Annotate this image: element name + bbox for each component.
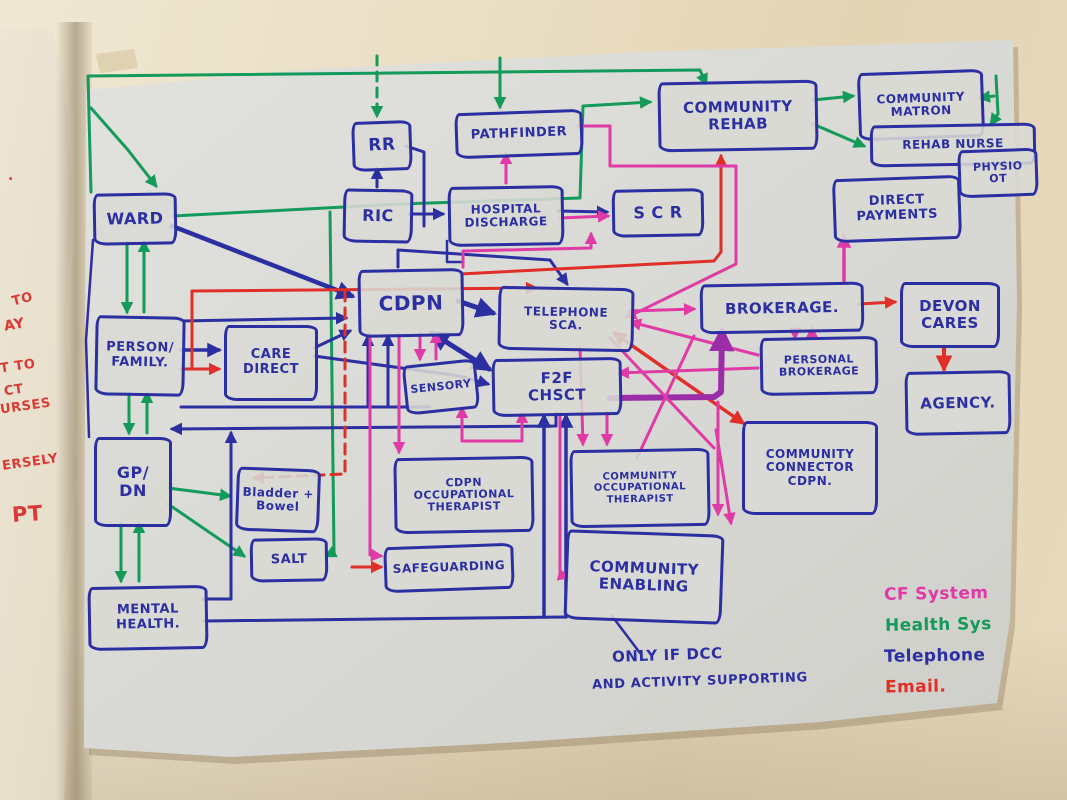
edge-ward-to-rehab — [171, 96, 653, 218]
edge-telephone-to-brokerage — [627, 303, 697, 316]
edge-loop-to-salt — [323, 210, 338, 558]
edge-hospital-corner — [445, 239, 465, 264]
edge-pink-diag-b — [635, 334, 696, 460]
edge-matron-nurse-link — [989, 74, 1002, 127]
edge-mental-up-loop — [201, 430, 238, 601]
edge-bottom-long — [202, 615, 568, 623]
edge-caredirect-cdpn-a — [179, 311, 349, 325]
edge-layer — [84, 54, 1002, 655]
tape-strip — [96, 49, 138, 73]
edge-cdpn-telephone-top — [396, 248, 569, 287]
edge-gp-to-bladder — [166, 486, 233, 501]
left-paper-sheet — [0, 28, 76, 800]
edge-nurse-matron-link — [977, 90, 996, 103]
edge-pink-to-safeguarding — [368, 332, 384, 562]
edge-pink-scr-left — [558, 210, 611, 223]
edge-red-diagonal-link — [611, 331, 746, 425]
edge-pink-diag-a — [608, 336, 716, 450]
edge-f2f-to-gp — [169, 411, 558, 436]
flipchart-paper — [84, 40, 1017, 757]
edge-left-edge-line — [84, 238, 95, 439]
edge-ward-to-cdpn — [169, 223, 356, 300]
edge-rehab-to-nurse — [811, 122, 867, 148]
edge-red-up-to-rehab — [458, 153, 728, 276]
edge-brokerage-to-devon — [857, 296, 898, 309]
edge-rehab-to-matron — [811, 90, 856, 104]
edge-pink-scr-bottom — [461, 231, 598, 269]
edge-diag-to-enabling — [714, 428, 736, 526]
edge-pb-to-telephone — [628, 318, 760, 357]
edge-thick-into-brokerage — [607, 325, 735, 401]
edge-top-into-ward — [89, 106, 158, 188]
edge-wall-top-loop — [86, 68, 708, 194]
edge-sensory-f2f-loop — [455, 405, 529, 443]
edge-hospital-to-scr — [556, 205, 610, 219]
